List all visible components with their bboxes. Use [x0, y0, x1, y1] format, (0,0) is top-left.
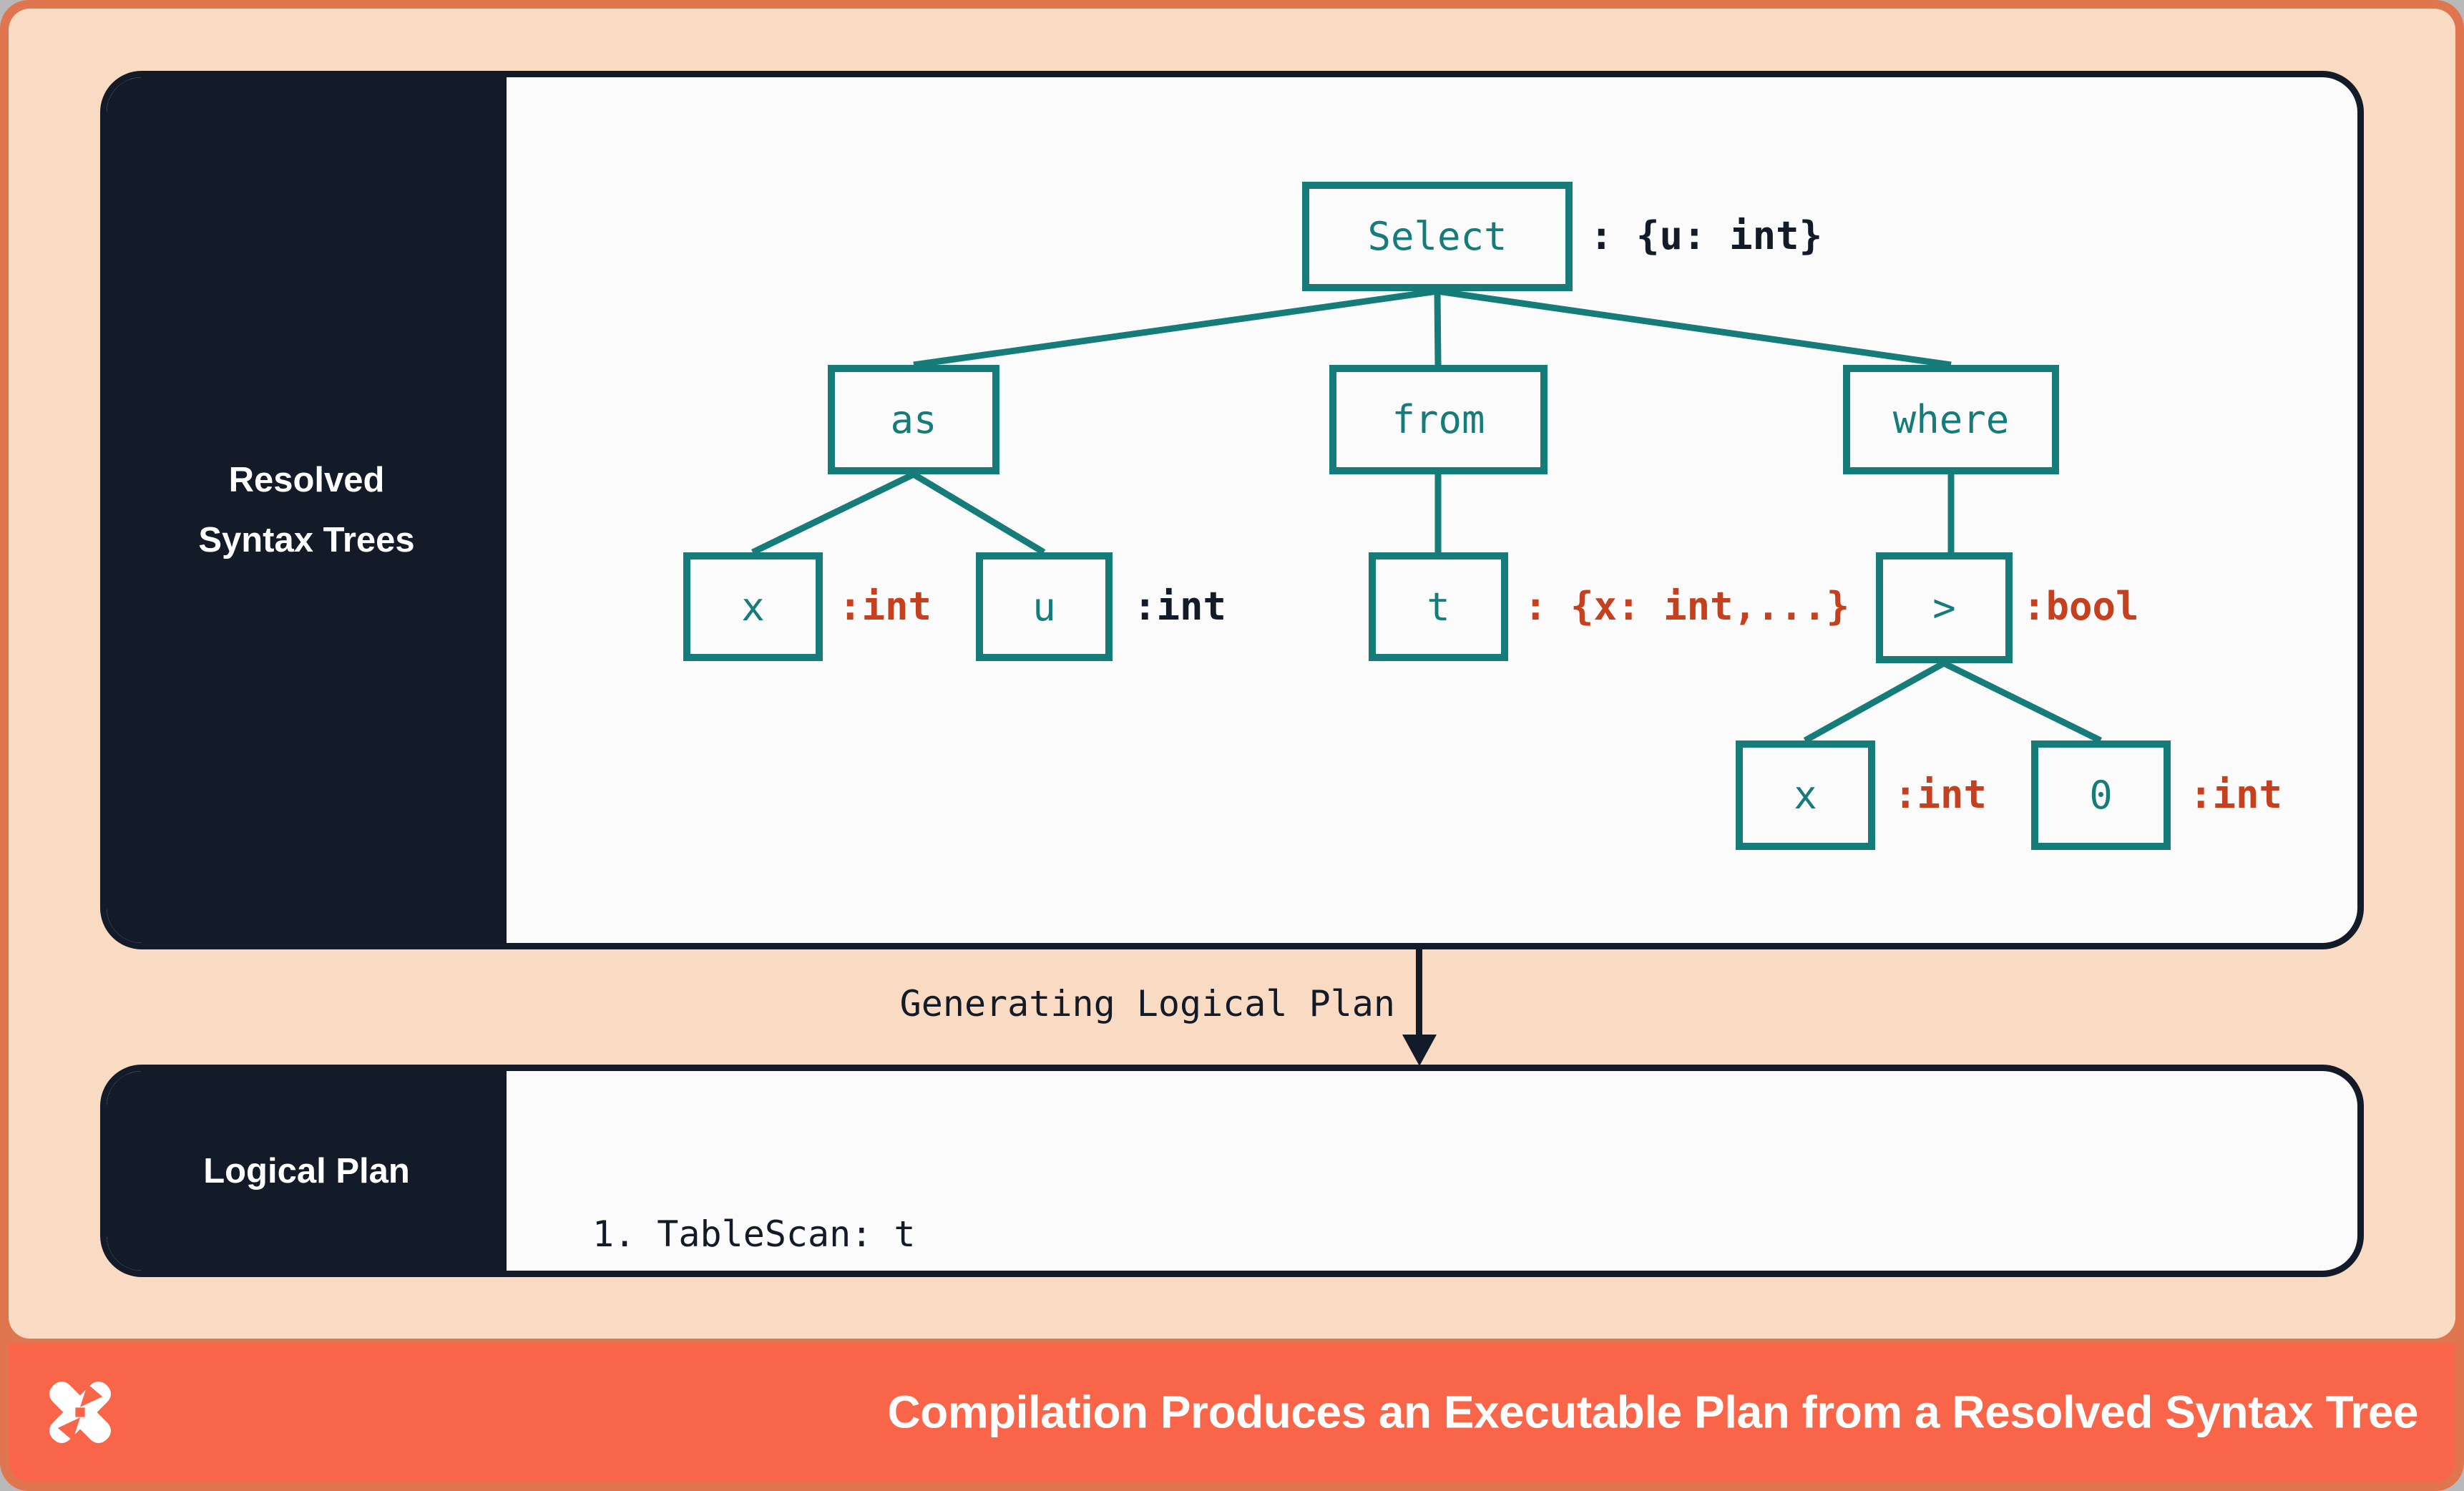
logical-plan-panel: Logical Plan 1. TableScan: t 2. Filter: … — [100, 1065, 2364, 1277]
syntax-tree: Select as from where x u t > — [507, 77, 2357, 943]
resolved-syntax-trees-panel: Resolved Syntax Trees Select — [100, 71, 2364, 949]
sidebar-label: Logical Plan — [203, 1151, 410, 1191]
type-annotation-x: :int — [1894, 772, 1988, 817]
tree-node-label: t — [1427, 584, 1450, 630]
tree-node-select: Select — [1302, 182, 1573, 291]
tree-node-from: from — [1329, 365, 1548, 474]
tree-node-label: > — [1932, 585, 1956, 630]
type-annotation-t: : {x: int,...} — [1524, 584, 1850, 629]
plan-step: 1. TableScan: t — [592, 1213, 916, 1255]
type-annotation-greater-than: :bool — [2023, 584, 2139, 629]
tree-node-label: 0 — [2089, 773, 2113, 818]
footer-title: Compilation Produces an Executable Plan … — [887, 1386, 2418, 1438]
type-annotation-u: :int — [1133, 584, 1227, 629]
tree-node-x: x — [1736, 740, 1875, 850]
tree-node-as: as — [828, 365, 999, 474]
footer-bar: Compilation Produces an Executable Plan … — [9, 1344, 2455, 1482]
tree-node-label: x — [1794, 773, 1817, 818]
type-annotation-zero: :int — [2189, 772, 2283, 817]
tree-node-label: from — [1392, 397, 1485, 442]
tree-node-where: where — [1843, 365, 2059, 474]
tree-node-label: Select — [1367, 214, 1507, 259]
logical-plan-steps: 1. TableScan: t 2. Filter: t.x > 0 3. Pr… — [592, 1113, 1087, 1271]
type-annotation-select: : {u: int} — [1590, 213, 1823, 258]
logical-plan-sidebar: Logical Plan — [107, 1071, 507, 1271]
tree-node-x: x — [683, 552, 823, 661]
tree-node-zero: 0 — [2031, 740, 2171, 850]
tree-node-label: as — [890, 397, 937, 442]
transition-label: Generating Logical Plan — [899, 983, 1395, 1025]
down-arrow-head-icon — [1402, 1035, 1437, 1066]
resolved-syntax-trees-sidebar: Resolved Syntax Trees — [107, 77, 507, 943]
tree-node-t: t — [1369, 552, 1508, 661]
type-annotation-x: :int — [839, 584, 932, 629]
tree-node-label: u — [1032, 584, 1056, 630]
tree-edges — [751, 288, 2102, 744]
tree-node-label: where — [1892, 397, 2010, 442]
sidebar-label-line2: Syntax Trees — [198, 521, 415, 559]
tree-node-label: x — [741, 584, 765, 630]
tree-node-greater-than: > — [1876, 552, 2013, 663]
down-arrow-icon — [1416, 949, 1422, 1039]
pinwheel-star-logo-icon — [49, 1381, 112, 1444]
tree-node-u: u — [976, 552, 1113, 661]
sidebar-label-line1: Resolved — [228, 461, 385, 499]
